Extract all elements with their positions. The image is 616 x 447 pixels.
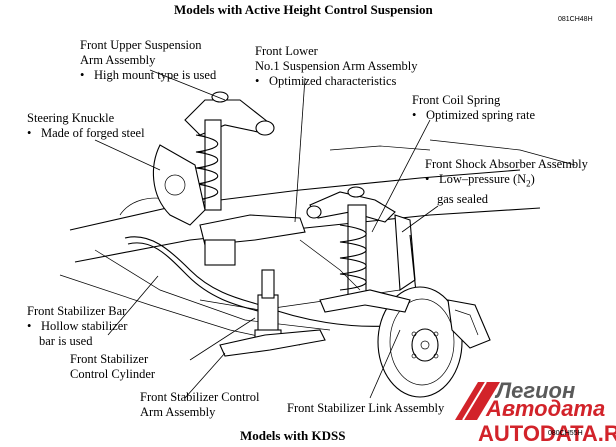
bullet-icon: • bbox=[412, 108, 417, 122]
label-lower-arm-line2: No.1 Suspension Arm Assembly bbox=[255, 59, 418, 73]
label-shock-absorber-subscript: 2 bbox=[526, 178, 531, 189]
label-control-arm: Front Stabilizer Control Arm Assembly bbox=[140, 390, 259, 420]
label-upper-arm: Front Upper Suspension Arm Assembly • Hig… bbox=[80, 38, 216, 83]
label-steering-knuckle: Steering Knuckle • Made of forged steel bbox=[27, 111, 145, 141]
label-steering-knuckle-bullet: Made of forged steel bbox=[41, 126, 145, 140]
label-lower-arm: Front Lower No.1 Suspension Arm Assembly… bbox=[255, 44, 418, 89]
title-top: Models with Active Height Control Suspen… bbox=[174, 2, 433, 17]
bullet-icon: • bbox=[255, 74, 260, 88]
svg-text:Легион: Легион bbox=[494, 378, 575, 403]
label-coil-spring-line1: Front Coil Spring bbox=[412, 93, 501, 107]
figure-code-top: 081CH48H bbox=[558, 16, 593, 23]
label-coil-spring-bullet: Optimized spring rate bbox=[426, 108, 535, 122]
label-control-cylinder-line2: Control Cylinder bbox=[70, 367, 156, 381]
label-control-arm-line1: Front Stabilizer Control bbox=[140, 390, 260, 404]
bullet-icon: • bbox=[425, 172, 430, 186]
label-lower-arm-bullet: Optimized characteristics bbox=[269, 74, 397, 88]
label-stabilizer-bar-bullet: Hollow stabilizer bbox=[41, 319, 128, 333]
bullet-icon: • bbox=[80, 68, 85, 82]
label-control-cylinder-line1: Front Stabilizer bbox=[70, 352, 149, 366]
label-shock-absorber-bullet-a: Low–pressure (N bbox=[439, 172, 527, 186]
title-bottom: Models with KDSS bbox=[240, 428, 346, 443]
svg-text:AUTODATA.RU: AUTODATA.RU bbox=[478, 421, 616, 446]
leader-lines bbox=[94, 69, 439, 399]
label-stabilizer-bar: Front Stabilizer Bar •Hollow stabilizer … bbox=[27, 304, 127, 349]
label-stabilizer-bar-line3: bar is used bbox=[39, 334, 93, 348]
brake-disc-shape bbox=[377, 286, 491, 398]
svg-text:Автодата: Автодата bbox=[485, 396, 605, 421]
label-shock-absorber: Front Shock Absorber Assembly • Low–press… bbox=[425, 157, 588, 207]
label-steering-knuckle-line1: Steering Knuckle bbox=[27, 111, 115, 125]
watermark-logo: Легион Автодата AUTODATA.RU bbox=[455, 378, 616, 446]
label-upper-arm-bullet: High mount type is used bbox=[94, 68, 217, 82]
bullet-icon: • bbox=[27, 319, 32, 333]
label-lower-arm-line1: Front Lower bbox=[255, 44, 318, 58]
label-control-cylinder: Front Stabilizer Control Cylinder bbox=[70, 352, 155, 382]
label-link-assembly: Front Stabilizer Link Assembly bbox=[287, 401, 444, 416]
label-coil-spring: Front Coil Spring • Optimized spring rate bbox=[412, 93, 535, 123]
label-link-assembly-line1: Front Stabilizer Link Assembly bbox=[287, 401, 445, 415]
figure-code-bottom: 080CH55H bbox=[548, 430, 583, 437]
bullet-icon: • bbox=[27, 126, 32, 140]
label-control-arm-line2: Arm Assembly bbox=[140, 405, 216, 419]
label-shock-absorber-line1: Front Shock Absorber Assembly bbox=[425, 157, 588, 171]
label-upper-arm-line2: Arm Assembly bbox=[80, 53, 156, 67]
label-shock-absorber-bullet-b: ) bbox=[530, 172, 535, 186]
label-stabilizer-bar-line1: Front Stabilizer Bar bbox=[27, 304, 127, 318]
label-shock-absorber-line3: gas sealed bbox=[437, 191, 489, 206]
label-upper-arm-line1: Front Upper Suspension bbox=[80, 38, 202, 52]
